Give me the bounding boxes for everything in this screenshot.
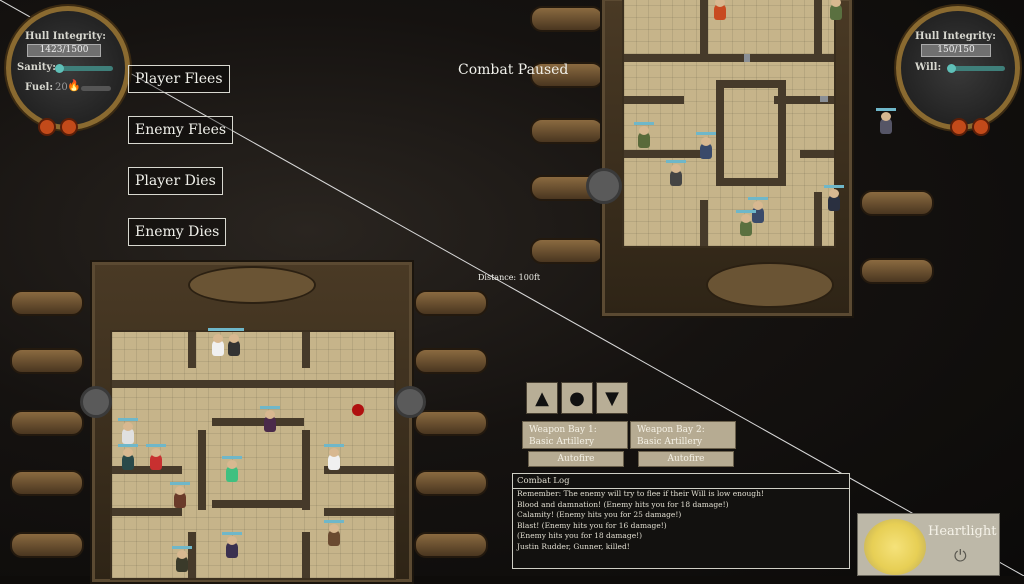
engine-dome: [188, 266, 316, 304]
log-line: Blood and damnation! (Enemy hits you for…: [517, 499, 729, 509]
weapon-bay-2-title: Weapon Bay 2:: [637, 425, 705, 435]
cannon-icon: [586, 168, 622, 204]
enemy-deck[interactable]: [622, 0, 836, 248]
crew-member[interactable]: [638, 126, 650, 148]
autofire-1-button[interactable]: Autofire: [528, 451, 624, 467]
heartlight-orb-icon: [864, 519, 926, 575]
weapon-bay-2[interactable]: Weapon Bay 2: Basic Artillery: [630, 421, 736, 449]
player-ship: [0, 250, 500, 584]
hull-label: Hull Integrity:: [25, 31, 106, 42]
enemy-status-dial: Hull Integrity: 150/150 Will:: [896, 6, 1020, 130]
enemy-ship: [530, 0, 934, 330]
log-line: Calamity! (Enemy hits you for 25 damage!…: [517, 510, 682, 520]
crew-member[interactable]: [328, 448, 340, 470]
crew-member[interactable]: [740, 214, 752, 236]
enemy-hull-value: 150/150: [921, 44, 991, 57]
log-line: Remember: The enemy will try to flee if …: [517, 489, 764, 498]
crew-member[interactable]: [714, 0, 726, 20]
crew-member[interactable]: [830, 0, 842, 20]
hull-value: 1423/1500: [27, 44, 101, 57]
crew-member[interactable]: [174, 486, 186, 508]
fuel-bar: [81, 86, 111, 91]
player-flees-button[interactable]: Player Flees: [128, 65, 230, 93]
engine-pod-icon: [38, 118, 56, 136]
ship-leg: [10, 532, 84, 558]
combat-log[interactable]: Combat Log Remember: The enemy will try …: [512, 473, 850, 569]
ship-leg: [414, 532, 488, 558]
power-icon[interactable]: ⏻: [954, 546, 967, 565]
log-line: Blast! (Enemy hits you for 16 damage!): [517, 520, 667, 530]
autofire-2-button[interactable]: Autofire: [638, 451, 734, 467]
crew-member[interactable]: [670, 164, 682, 186]
ship-leg: [414, 290, 488, 316]
crew-member[interactable]: [176, 550, 188, 572]
weapon-bay-1[interactable]: Weapon Bay 1: Basic Artillery: [522, 421, 628, 449]
crew-member[interactable]: [880, 112, 892, 134]
crew-member[interactable]: [212, 334, 224, 356]
log-line: (Enemy hits you for 18 damage!): [517, 531, 643, 541]
flame-icon: 🔥: [67, 79, 81, 92]
ship-leg: [10, 348, 84, 374]
ship-leg: [860, 190, 934, 216]
engine-pod-icon: [950, 118, 968, 136]
player-dies-button[interactable]: Player Dies: [128, 167, 223, 195]
ship-leg: [414, 348, 488, 374]
weapon-bay-2-weapon: Basic Artillery: [637, 437, 703, 447]
triangle-down-icon: ▼: [605, 387, 619, 409]
ship-leg: [10, 410, 84, 436]
hold-position-button[interactable]: ●: [561, 382, 593, 414]
crew-member[interactable]: [328, 524, 340, 546]
crew-member[interactable]: [122, 422, 134, 444]
ship-leg: [414, 470, 488, 496]
crew-member[interactable]: [264, 410, 276, 432]
heartlight-panel[interactable]: Heartlight ⏻: [857, 513, 1000, 576]
triangle-up-icon: ▲: [535, 387, 549, 409]
ship-leg: [414, 410, 488, 436]
fuel-label: Fuel:: [25, 82, 54, 93]
sanity-knob: [55, 64, 64, 73]
engine-pod-icon: [972, 118, 990, 136]
weapon-bay-1-weapon: Basic Artillery: [529, 437, 595, 447]
ship-leg: [10, 290, 84, 316]
crew-member[interactable]: [226, 536, 238, 558]
ship-leg: [530, 118, 604, 144]
enemy-hull-label: Hull Integrity:: [915, 31, 996, 42]
sanity-bar: [57, 66, 113, 71]
ship-leg: [860, 258, 934, 284]
ship-leg: [530, 6, 604, 32]
combat-paused-status: Combat Paused: [458, 62, 569, 78]
cannon-icon: [80, 386, 112, 418]
weapon-bay-1-title: Weapon Bay 1:: [529, 425, 597, 435]
will-label: Will:: [915, 62, 942, 73]
enemy-flees-button[interactable]: Enemy Flees: [128, 116, 234, 144]
circle-icon: ●: [569, 387, 585, 409]
will-bar: [949, 66, 1005, 71]
move-away-button[interactable]: ▼: [596, 382, 628, 414]
crew-member[interactable]: [700, 137, 712, 159]
combat-log-title: Combat Log: [513, 474, 849, 489]
blood-splatter-icon: [352, 404, 364, 416]
crew-member[interactable]: [828, 189, 840, 211]
heartlight-label: Heartlight: [928, 524, 997, 539]
engine-dome: [706, 262, 834, 308]
distance-readout: Distance: 100ft: [478, 273, 541, 282]
ship-leg: [10, 470, 84, 496]
crew-member[interactable]: [228, 334, 240, 356]
player-status-dial: Hull Integrity: 1423/1500 Sanity: Fuel: …: [6, 6, 130, 130]
will-knob: [947, 64, 956, 73]
fuel-value: 20: [55, 82, 68, 93]
log-line: Justin Rudder, Gunner, killed!: [517, 541, 630, 551]
enemy-dies-button[interactable]: Enemy Dies: [128, 218, 227, 246]
sanity-label: Sanity:: [17, 62, 56, 73]
crew-member[interactable]: [122, 448, 134, 470]
cannon-icon: [394, 386, 426, 418]
crew-member[interactable]: [226, 460, 238, 482]
ship-leg: [530, 238, 604, 264]
engine-pod-icon: [60, 118, 78, 136]
move-closer-button[interactable]: ▲: [526, 382, 558, 414]
crew-member[interactable]: [150, 448, 162, 470]
